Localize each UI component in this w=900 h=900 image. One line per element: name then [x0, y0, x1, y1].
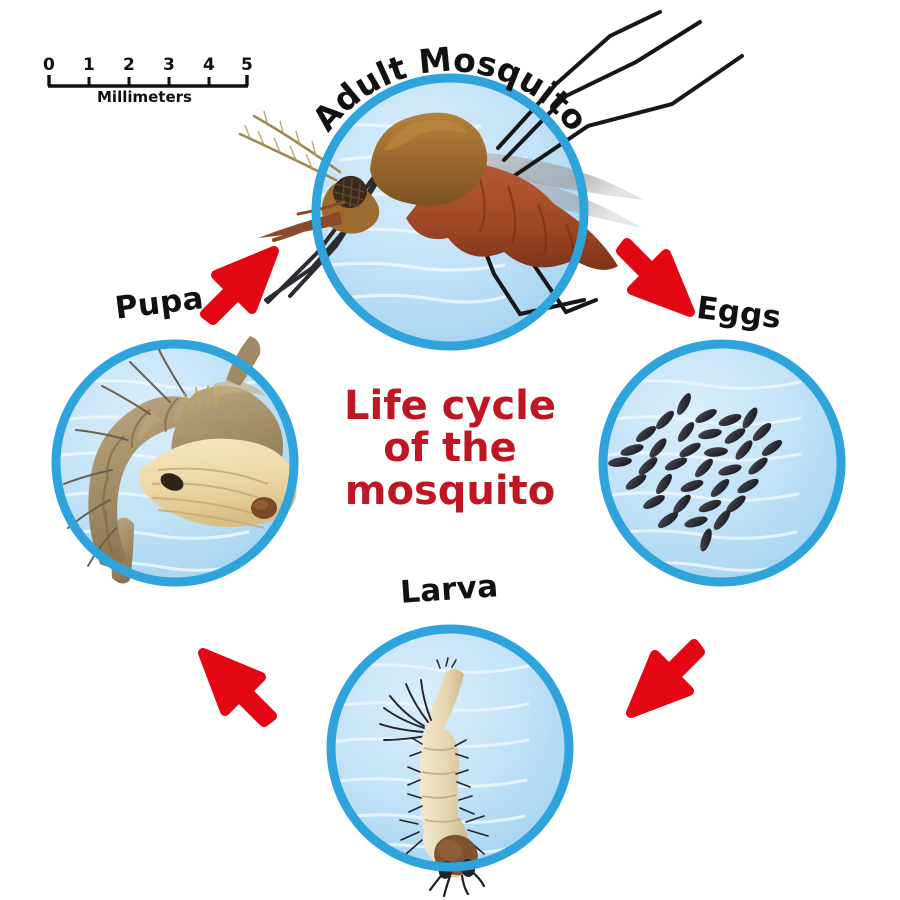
scale-bar-caption: Millimeters [97, 88, 192, 106]
scale-tick-5: 5 [241, 55, 253, 75]
stage-label-larva: Larva [399, 568, 500, 611]
scale-tick-4: 4 [203, 55, 215, 75]
arrow-larva-to-pupa [198, 648, 277, 727]
page-title: Life cycle of the mosquito [330, 383, 570, 514]
scale-bar [47, 75, 249, 88]
scale-tick-2: 2 [123, 55, 135, 75]
adult-mosquito-illustration [238, 10, 744, 317]
title-line-1: Life cycle [344, 383, 556, 429]
mosquito-eggs-raft-illustration [608, 393, 783, 552]
stage-circle-eggs [598, 339, 846, 587]
scale-tick-1: 1 [83, 55, 95, 75]
stage-circle-larva [326, 624, 574, 898]
scale-tick-3: 3 [163, 55, 175, 75]
arrow-pupa-to-adult [200, 246, 279, 325]
arrow-adult-to-eggs [616, 238, 695, 317]
mosquito-pupa-illustration [63, 336, 297, 584]
title-line-2: of the [383, 425, 517, 472]
scale-tick-0: 0 [43, 55, 55, 75]
stage-circle-pupa [51, 336, 299, 587]
arrow-eggs-to-larva [626, 639, 705, 718]
stage-circle-adult [238, 10, 744, 351]
title-line-3: mosquito [344, 467, 556, 514]
